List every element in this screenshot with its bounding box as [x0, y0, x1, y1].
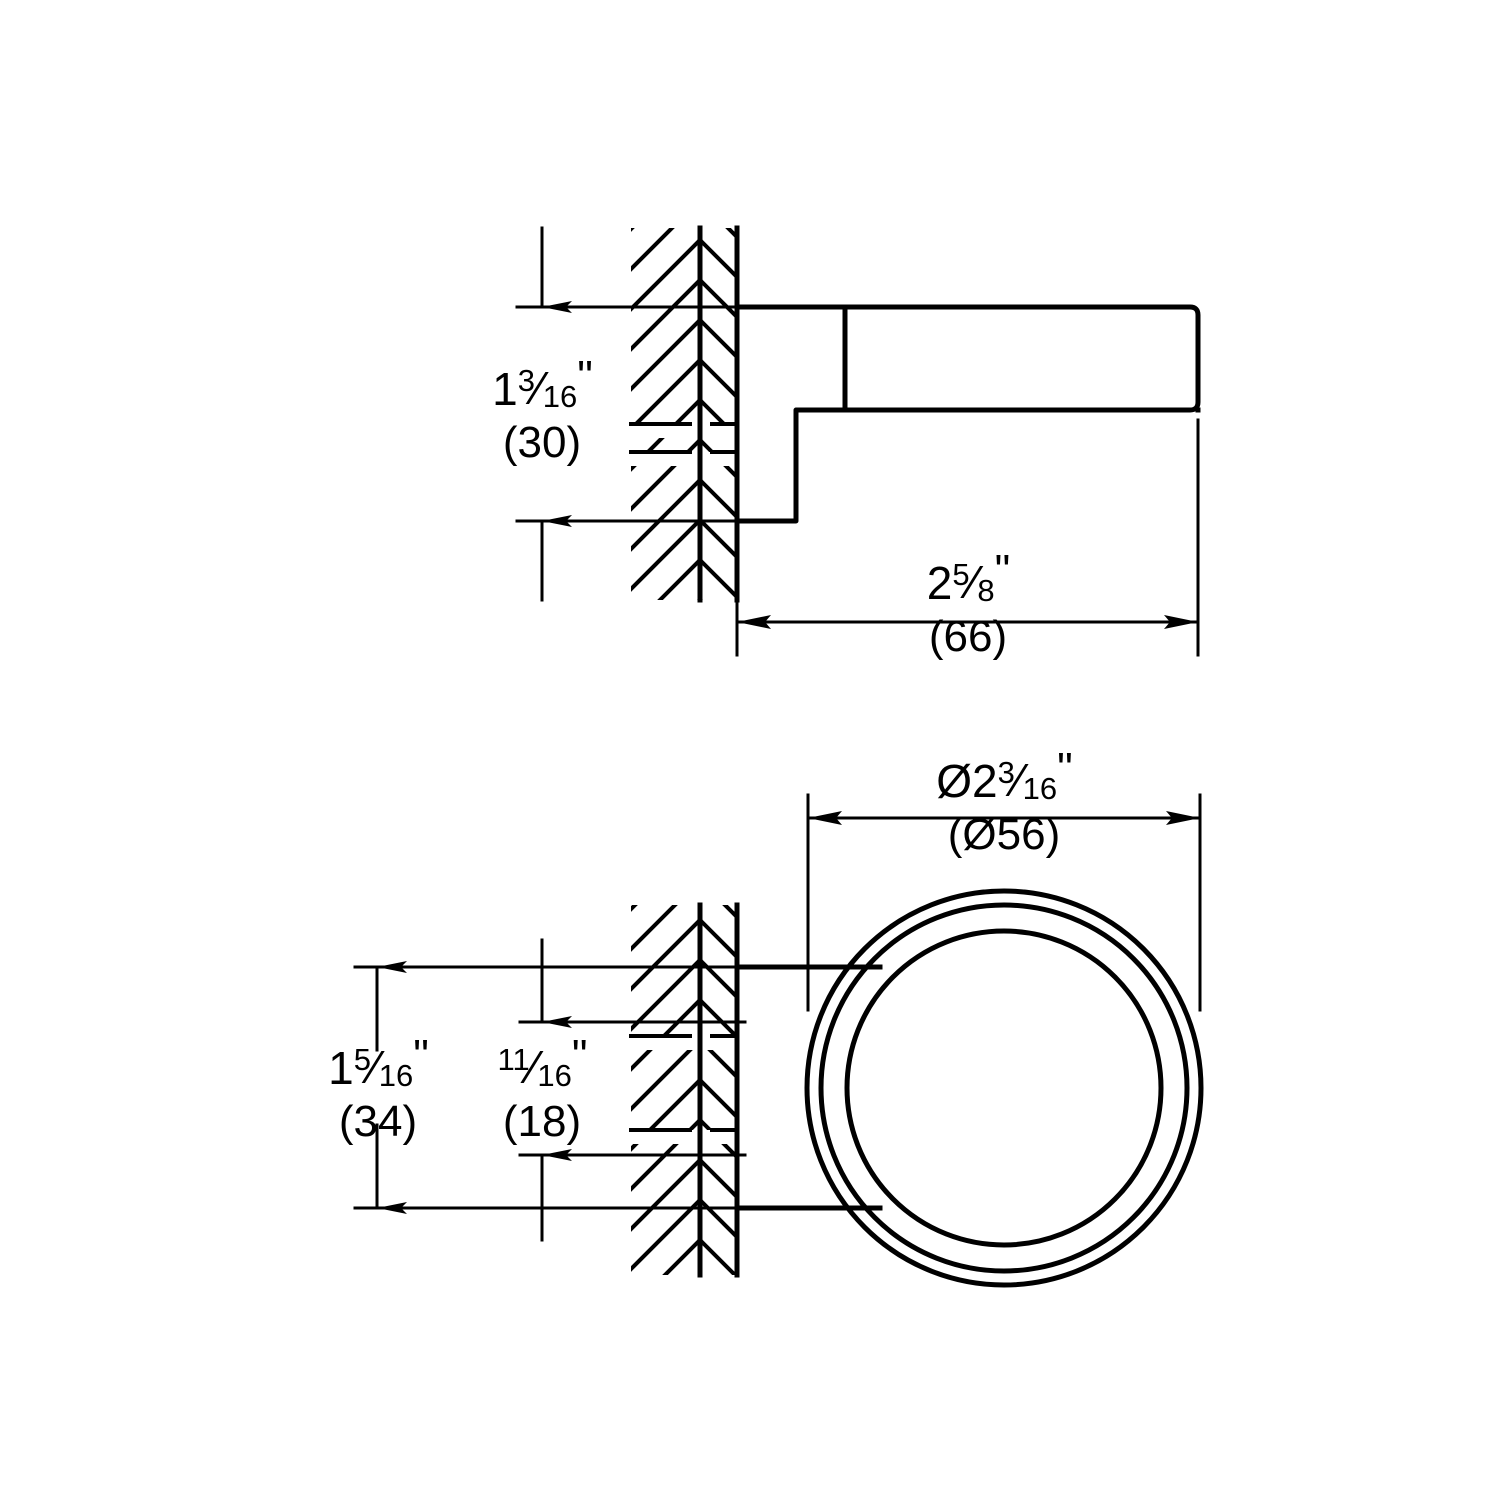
dim-inch-mark-66: ": [994, 546, 1011, 595]
dim-metric-66: (66): [928, 612, 1008, 661]
dimension-label-diameter-56: Ø23⁄16" (Ø56): [864, 747, 1144, 859]
dim-inch-mark-56: ": [1057, 744, 1073, 793]
dim-whole-66: 2: [926, 557, 953, 609]
dim-whole-34: 1: [328, 1042, 354, 1094]
dimension-label-height-30: 13⁄16" (30): [452, 355, 632, 467]
middle-circle: [818, 902, 1190, 1274]
dim-metric-18: (18): [502, 1097, 582, 1146]
dim-metric-34: (34): [338, 1097, 418, 1146]
extension-lines-diameter-56: [806, 793, 1202, 1012]
outer-circle: [804, 888, 1204, 1288]
dimension-label-width-18: 11⁄16" (18): [457, 1034, 627, 1146]
wall-break-lines-side-view: [629, 422, 739, 454]
dim-fraction-18: 11⁄16: [497, 1041, 572, 1093]
dim-diameter-prefix: Ø2: [936, 755, 998, 807]
dimension-label-projection-66: 25⁄8" (66): [878, 549, 1058, 661]
dim-metric-56: (Ø56): [947, 810, 1061, 859]
dim-inch-mark-18: ": [571, 1031, 588, 1080]
wall-break-gaps-front-view: [631, 1036, 737, 1144]
dim-fraction-56: 3⁄16: [997, 754, 1058, 806]
dim-metric-30: (30): [502, 418, 582, 467]
dim-inch-mark-30: ": [577, 352, 593, 401]
extension-lines-width-34: [353, 965, 747, 1210]
dim-fraction-30: 3⁄16: [517, 362, 578, 414]
wall-break-gaps-side-view: [631, 424, 737, 466]
dim-inch-mark-34: ": [413, 1031, 429, 1080]
dim-fraction-34: 5⁄16: [353, 1041, 414, 1093]
wall-break-lines-front-view: [629, 1034, 739, 1132]
extension-lines-projection-66: [735, 418, 1200, 657]
dimension-label-width-34: 15⁄16" (34): [283, 1034, 473, 1146]
dim-fraction-66: 5⁄8: [952, 556, 995, 608]
holder-ring-circles: [804, 888, 1204, 1288]
bracket-profile-side-view: [734, 304, 1201, 524]
dim-whole-30: 1: [492, 363, 518, 415]
inner-circle: [844, 928, 1164, 1248]
